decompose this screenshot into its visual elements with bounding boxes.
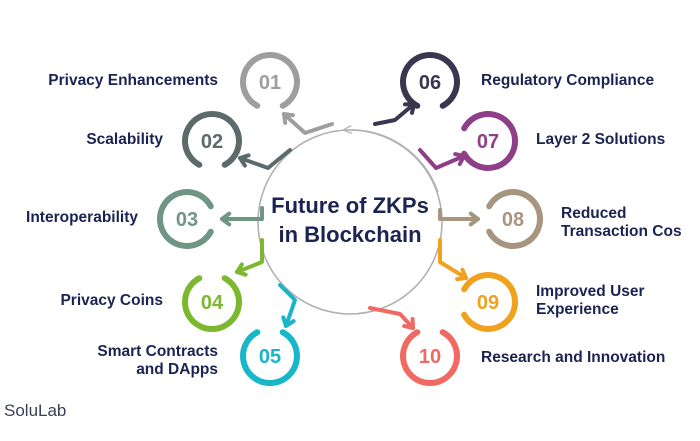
label-01: Privacy Enhancements (48, 72, 218, 89)
number-ring-05: 05 (240, 329, 300, 387)
label-02: Scalability (86, 131, 163, 148)
ring-arc-07 (461, 111, 519, 171)
label-06: Regulatory Compliance (481, 72, 655, 89)
number-ring-04: 04 (182, 275, 242, 333)
ring-number-03: 03 (176, 209, 198, 231)
number-ring-01: 01 (240, 51, 300, 109)
number-ring-08: 08 (486, 189, 544, 249)
connector-arrowhead-05 (281, 315, 296, 328)
ring-number-09: 09 (477, 292, 499, 314)
connector-arrowhead-10 (402, 317, 415, 330)
ring-arc-05 (240, 329, 300, 387)
number-ring-06: 06 (400, 51, 460, 109)
connector-07 (418, 148, 466, 170)
ring-arc-03 (156, 189, 214, 249)
label-08-line2: Transaction Cos (561, 223, 682, 240)
ring-arc-06 (400, 51, 460, 109)
center-title-line2: in Blockchain (278, 222, 421, 247)
connector-09 (438, 238, 468, 280)
label-07: Layer 2 Solutions (536, 131, 666, 148)
ring-number-04: 04 (201, 292, 224, 314)
ring-number-07: 07 (477, 131, 499, 153)
label-08-line1: Reduced (561, 205, 627, 222)
connector-01 (282, 112, 334, 135)
label-09-line1: Improved User (536, 283, 645, 300)
number-ring-07: 07 (461, 111, 519, 171)
connector-02 (238, 148, 292, 170)
connector-arrowhead-04 (235, 262, 248, 277)
ring-arc-02 (182, 110, 242, 168)
label-08: Reduced Transaction Cos (561, 205, 682, 241)
ring-number-05: 05 (259, 346, 281, 368)
center-title-line1: Future of ZKPs (271, 193, 429, 218)
ring-arc-10 (400, 329, 460, 387)
connector-arrowhead-09 (455, 267, 468, 282)
label-09-line2: Experience (536, 301, 619, 318)
connector-arrowhead-01 (282, 112, 295, 125)
label-05-line1: Smart Contracts (97, 343, 218, 360)
connector-10 (368, 306, 415, 330)
label-10: Research and Innovation (481, 349, 666, 366)
ring-arc-09 (461, 272, 519, 332)
number-ring-09: 09 (461, 272, 519, 332)
connector-arrowhead-02 (238, 153, 251, 168)
brand-logo-text: SoluLab (4, 401, 67, 420)
ring-number-08: 08 (502, 209, 524, 231)
number-ring-03: 03 (156, 189, 214, 249)
center-top-arrow (344, 130, 439, 193)
number-ring-02: 02 (182, 110, 242, 168)
connector-08 (438, 208, 480, 221)
ring-arc-08 (486, 189, 544, 249)
label-09: Improved User Experience (536, 283, 645, 319)
connector-05 (278, 283, 297, 328)
connector-06 (373, 102, 416, 126)
ring-number-02: 02 (201, 131, 223, 153)
number-ring-10: 10 (400, 329, 460, 387)
label-05: Smart Contracts and DApps (97, 343, 218, 379)
ring-number-01: 01 (259, 72, 281, 94)
connector-03 (220, 206, 264, 221)
connector-04 (235, 238, 264, 274)
connector-arrowhead-08 (468, 211, 480, 227)
connector-arrowhead-03 (220, 211, 232, 227)
label-04: Privacy Coins (60, 292, 163, 309)
ring-arc-01 (240, 51, 300, 109)
ring-number-06: 06 (419, 72, 441, 94)
ring-number-10: 10 (419, 346, 441, 368)
label-03: Interoperability (26, 209, 138, 226)
label-05-line2: and DApps (136, 361, 218, 378)
ring-arc-04 (182, 275, 242, 333)
